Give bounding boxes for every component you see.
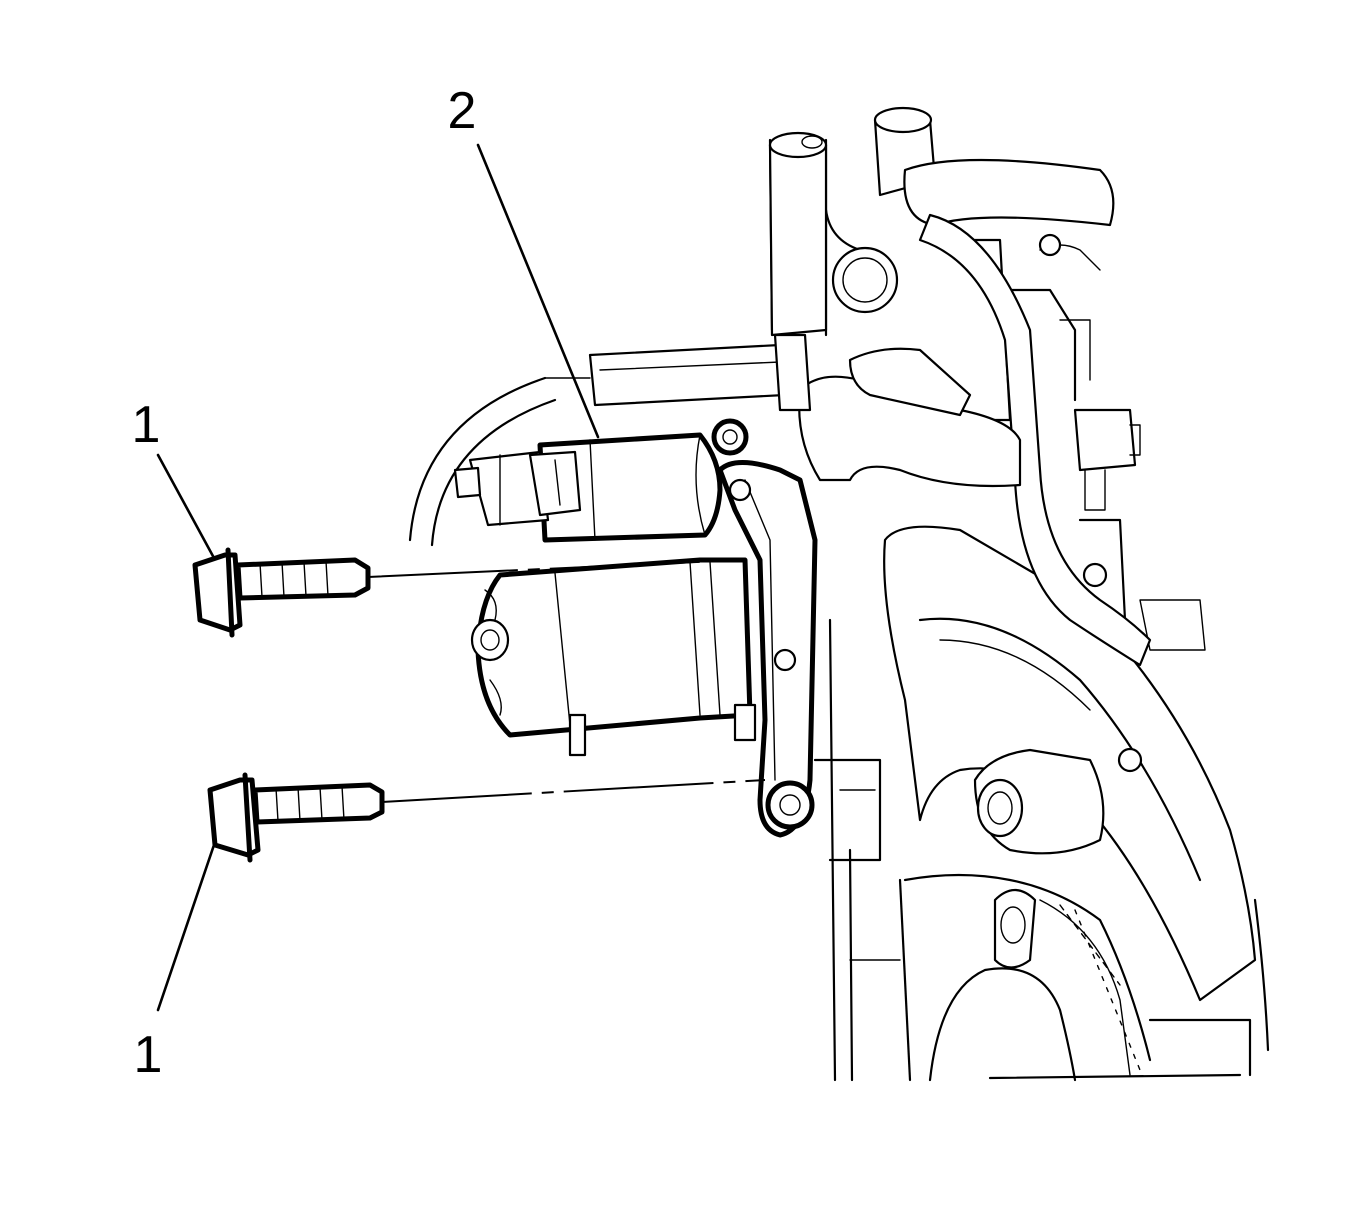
callout-label-starter: 2 xyxy=(448,82,477,140)
engine-structure xyxy=(408,138,1270,1082)
bolt-upper xyxy=(192,547,371,638)
callout-label-bolt-lower: 1 xyxy=(134,1026,163,1084)
bolt-lower xyxy=(207,772,385,863)
callout-label-bolt-upper: 1 xyxy=(132,396,161,454)
callout-labels: 2 1 1 xyxy=(132,82,477,1084)
leader-bolt-upper xyxy=(156,453,216,560)
leader-starter xyxy=(476,143,600,439)
callout-leaders xyxy=(156,143,600,1012)
leader-bolt-lower xyxy=(156,840,217,1012)
coolant-hoses xyxy=(588,106,1152,667)
starter-motor xyxy=(453,418,818,838)
bolt-centerlines xyxy=(367,559,766,803)
